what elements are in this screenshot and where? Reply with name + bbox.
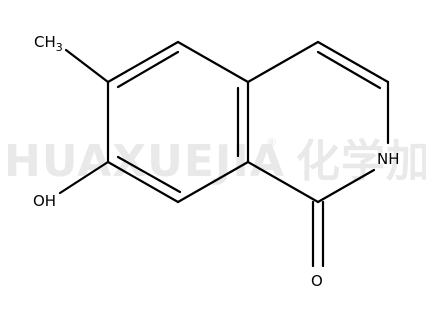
watermark-registered-mark: ® <box>266 136 277 149</box>
benzene-ring <box>106 40 250 204</box>
bond-c6-methyl <box>64 48 110 84</box>
watermark-text: HUAXUEJIA <box>4 136 285 187</box>
amine-label: NH <box>377 150 400 168</box>
hydroxyl-label: OH <box>33 192 56 210</box>
bond-n2-c1 <box>316 168 376 204</box>
atom-labels: CH3 OH NH O <box>33 33 400 290</box>
methyl-label-text: CH <box>34 33 56 51</box>
bond-c8a-c8 <box>176 160 250 204</box>
pyridinone-ring <box>246 40 390 204</box>
substituents <box>58 48 325 268</box>
carbonyl-oxygen-label: O <box>311 272 323 290</box>
bond-c6-c5 <box>106 40 180 84</box>
bond-c5-c4a <box>176 40 250 84</box>
watermark-cjk-text: 化学加 <box>296 136 426 187</box>
methyl-subscript: 3 <box>56 41 63 54</box>
bond-c8-c7 <box>106 160 180 204</box>
methyl-label: CH3 <box>34 33 63 54</box>
bond-c4-c3 <box>316 40 390 84</box>
bond-c1-c8a <box>246 160 320 204</box>
bond-c4a-c4 <box>246 40 320 84</box>
bond-c6-c5-inner <box>116 50 180 89</box>
bond-c7-hydroxyl <box>58 160 110 195</box>
bond-c4-c3-inner <box>316 50 382 90</box>
bond-c8-c7-inner <box>116 155 182 194</box>
watermark: HUAXUEJIA ® 化学加 <box>4 136 426 187</box>
